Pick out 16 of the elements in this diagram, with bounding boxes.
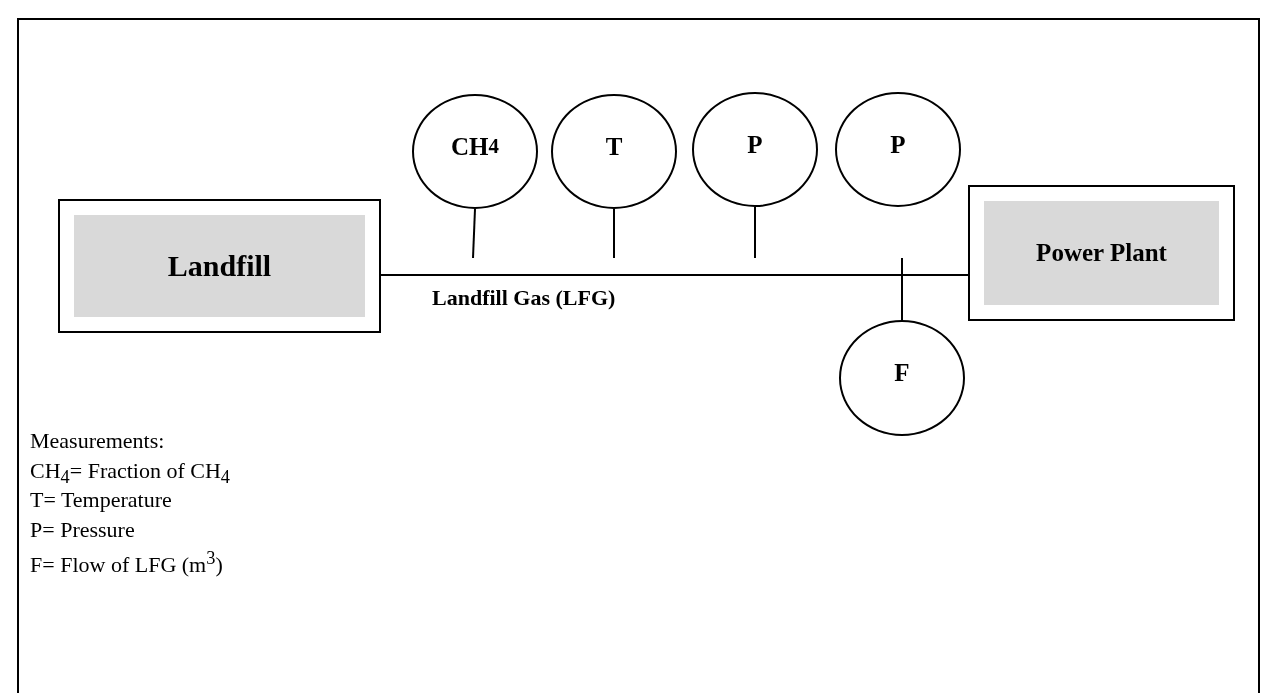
legend-entry: P= Pressure <box>30 515 135 544</box>
legend-entry: T= Temperature <box>30 486 172 514</box>
pipe-line <box>380 274 969 276</box>
plant-box: Power Plant <box>968 185 1235 321</box>
tap-line <box>901 257 903 321</box>
landfill-box: Landfill <box>58 199 381 333</box>
legend-entry: F= Flow of LFG (m$^{3}$) <box>30 547 223 580</box>
instrument-circle: P <box>835 92 961 207</box>
instrument-circle: T <box>551 94 677 209</box>
tap-line <box>472 208 476 259</box>
tap-line <box>754 206 756 259</box>
legend-entry: CH$_{4}$= Fraction of CH$_{4}$ <box>30 456 231 489</box>
instrument-circle: F <box>839 320 965 436</box>
tap-line <box>613 208 615 259</box>
instrument-circle: P <box>692 92 818 207</box>
legend-heading: Measurements: <box>30 427 165 455</box>
